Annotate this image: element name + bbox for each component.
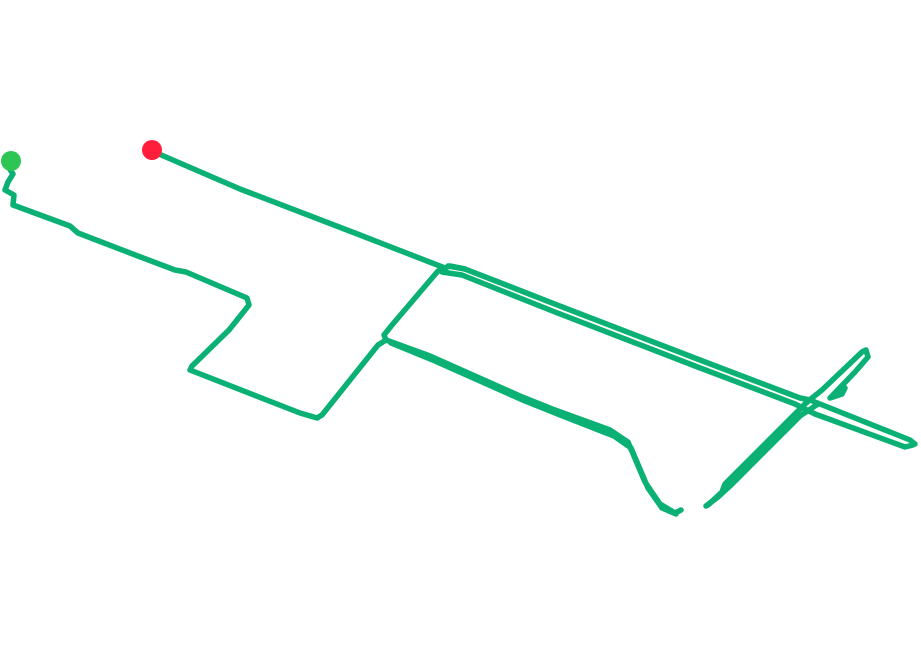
track-segment-cross-arm-return: [703, 401, 821, 509]
track-segment-parallel-lower: [388, 340, 679, 517]
track-segment-return: [149, 148, 448, 271]
track-segment-connector: [381, 263, 468, 343]
route-track: [2, 148, 918, 517]
track-segment-diagonal-upper: [445, 263, 918, 447]
track-segment-diagonal-lower: [439, 269, 916, 450]
end-marker[interactable]: [142, 140, 162, 160]
track-segment-cross-arm: [705, 347, 871, 508]
track-segment-main: [2, 158, 684, 516]
start-marker[interactable]: [1, 151, 21, 171]
